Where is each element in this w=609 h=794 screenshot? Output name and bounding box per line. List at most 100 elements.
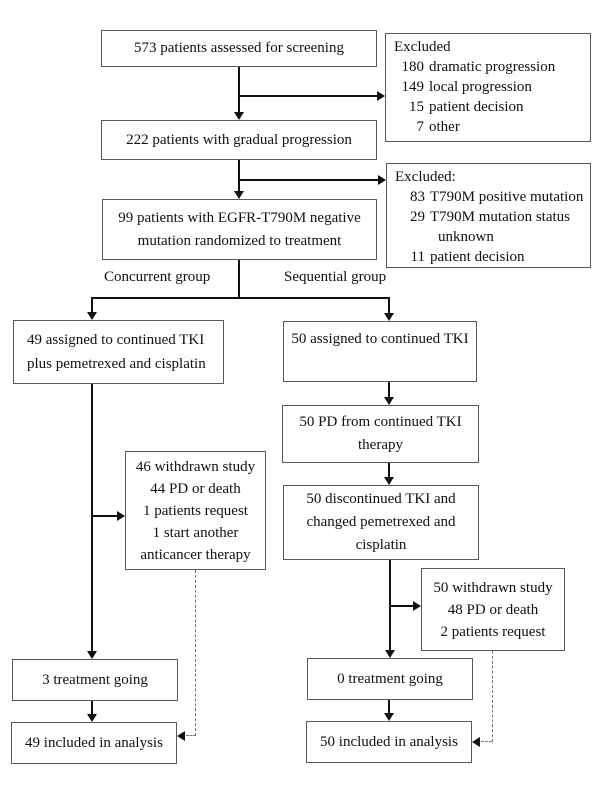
item-count: [395, 227, 425, 247]
box-excluded-t790m: Excluded: 83 T790M positive mutation 29 …: [386, 163, 591, 268]
arrow-down-icon: [234, 112, 244, 120]
arrow-down-icon: [87, 312, 97, 320]
dashed-connector-sequential-withdrawn: [481, 741, 492, 742]
connector-sequential-to-pd: [388, 382, 390, 397]
dashed-connector-concurrent-withdrawn: [195, 570, 196, 736]
excluded-item: 15 patient decision: [394, 97, 524, 117]
arrow-down-icon: [234, 191, 244, 199]
box-text: 48 PD or death: [447, 601, 539, 618]
item-label: T790M mutation status: [430, 209, 570, 225]
item-label: patient decision: [430, 249, 525, 265]
box-text: cisplatin: [355, 537, 407, 553]
arrow-right-icon: [413, 601, 421, 611]
box-sequential-analysis: 50 included in analysis: [306, 721, 472, 763]
box-gradual-progression: 222 patients with gradual progression: [101, 120, 377, 160]
box-screened: 573 patients assessed for screening: [101, 30, 377, 67]
arrow-down-icon: [384, 313, 394, 321]
box-text: 50 discontinued TKI and: [306, 491, 456, 507]
connector-pd-to-discontinued: [388, 463, 390, 477]
item-count: 180: [401, 59, 425, 75]
box-text: 2 patients request: [440, 623, 546, 640]
dashed-connector-sequential-withdrawn: [492, 651, 493, 742]
box-concurrent-analysis: 49 included in analysis: [11, 722, 177, 764]
item-label: other: [429, 119, 460, 135]
box-text: anticancer therapy: [140, 546, 251, 563]
item-count: 15: [409, 99, 424, 115]
box-text: mutation randomized to treatment: [137, 232, 342, 249]
arrow-right-icon: [377, 91, 385, 101]
box-concurrent-ongoing: 3 treatment going: [12, 659, 178, 701]
box-randomized: 99 patients with EGFR-T790M negative mut…: [102, 199, 377, 260]
box-text: plus pemetrexed and cisplatin: [27, 356, 206, 372]
item-label: local progression: [429, 79, 532, 95]
box-excluded-screening: Excluded 180 dramatic progression 149 lo…: [385, 33, 591, 142]
arrow-right-icon: [117, 511, 125, 521]
box-title: Excluded:: [395, 169, 456, 185]
connector-branch-right: [388, 297, 390, 314]
box-sequential-ongoing: 0 treatment going: [307, 658, 473, 700]
arrow-down-icon: [384, 477, 394, 485]
arrow-right-icon: [378, 175, 386, 185]
item-count: 11: [410, 249, 425, 265]
item-label: unknown: [438, 229, 494, 245]
excluded-item: 29 T790M mutation status: [395, 207, 570, 227]
arrow-left-icon: [177, 731, 185, 741]
arrow-down-icon: [87, 651, 97, 659]
excluded-item: 180 dramatic progression: [394, 57, 556, 77]
dashed-connector-concurrent-withdrawn: [186, 735, 196, 736]
box-text: 573 patients assessed for screening: [134, 40, 344, 56]
connector-to-sequential-withdrawn: [390, 605, 413, 607]
connector-randomized-stem: [238, 260, 240, 299]
box-title: Excluded: [394, 39, 451, 55]
arrow-down-icon: [385, 650, 395, 658]
item-label: patient decision: [429, 99, 524, 115]
box-text: 49 included in analysis: [25, 734, 163, 751]
box-text: 50 included in analysis: [320, 733, 458, 750]
connector-screened-to-gradual: [238, 67, 240, 113]
box-text: 99 patients with EGFR-T790M negative: [118, 209, 361, 226]
item-count: 29: [410, 209, 425, 225]
box-text: 222 patients with gradual progression: [126, 131, 352, 148]
item-label: dramatic progression: [429, 59, 556, 75]
box-text: 46 withdrawn study: [135, 458, 256, 475]
box-sequential-discontinued: 50 discontinued TKI and changed pemetrex…: [283, 485, 479, 560]
item-count: 149: [401, 79, 425, 95]
box-text: 49 assigned to continued TKI: [27, 332, 205, 348]
box-concurrent-withdrawn: 46 withdrawn study 44 PD or death 1 pati…: [125, 451, 266, 570]
connector-branch-bar: [92, 297, 389, 299]
excluded-item: 7 other: [394, 117, 460, 137]
box-text: 3 treatment going: [42, 671, 148, 688]
excluded-item: 149 local progression: [394, 77, 532, 97]
excluded-item: unknown: [395, 227, 494, 247]
arrow-left-icon: [472, 737, 480, 747]
box-sequential-pd: 50 PD from continued TKI therapy: [282, 405, 479, 463]
connector-gradual-to-randomized: [238, 160, 240, 192]
excluded-item: 83 T790M positive mutation: [395, 187, 583, 207]
box-text: 50 assigned to continued TKI: [291, 331, 469, 347]
box-sequential-withdrawn: 50 withdrawn study 48 PD or death 2 pati…: [421, 568, 565, 651]
label-concurrent-group: Concurrent group: [104, 269, 211, 285]
connector-branch-left: [91, 297, 93, 313]
box-text: 1 patients request: [143, 502, 248, 519]
item-label: T790M positive mutation: [430, 189, 584, 205]
item-count: 83: [410, 189, 425, 205]
box-text: 44 PD or death: [150, 480, 241, 497]
connector-concurrent-to-analysis: [91, 701, 93, 714]
item-count: 7: [416, 119, 425, 135]
box-text: 0 treatment going: [337, 670, 443, 687]
connector-concurrent-main: [91, 384, 93, 651]
box-sequential-assigned: 50 assigned to continued TKI: [283, 321, 477, 382]
box-text: 1 start another: [152, 524, 239, 541]
connector-to-concurrent-withdrawn: [92, 515, 117, 517]
connector-to-excluded-screening: [239, 95, 378, 97]
excluded-item: 11 patient decision: [395, 247, 525, 267]
arrow-down-icon: [87, 714, 97, 722]
box-text: 50 PD from continued TKI: [299, 414, 462, 430]
connector-sequential-to-analysis: [388, 700, 390, 713]
box-text: changed pemetrexed and: [306, 514, 456, 530]
box-text: 50 withdrawn study: [433, 579, 553, 596]
arrow-down-icon: [384, 713, 394, 721]
box-text: therapy: [358, 437, 403, 453]
connector-to-excluded-t790m: [239, 179, 379, 181]
